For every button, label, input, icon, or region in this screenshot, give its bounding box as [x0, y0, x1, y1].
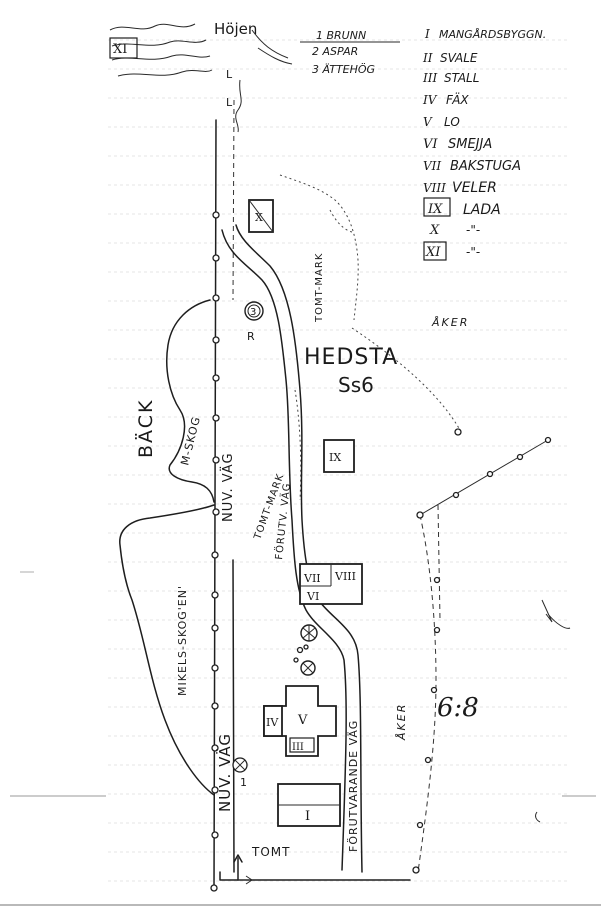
symbol-legend-3: 3 ÄTTEHÖG: [312, 63, 375, 76]
building-i: I: [277, 783, 341, 827]
building-vii-label: VII: [303, 572, 321, 585]
svg-text:LO: LO: [444, 115, 460, 129]
building-cross-iii-iv-v: IV V III: [263, 685, 337, 757]
r-mark: R: [247, 330, 255, 343]
nuv-vag-upper-label: NUV. VÄG: [220, 452, 236, 522]
building-legend: I MANGÅRDSBYGGN. II SVALE III STALL IV F…: [422, 27, 546, 261]
svg-text:-"-: -"-: [466, 223, 480, 237]
building-iv-label: IV: [266, 716, 279, 729]
svg-text:BAKSTUGA: BAKSTUGA: [450, 159, 521, 174]
aspen-symbol: [293, 624, 318, 676]
mikels-skogen-label: MIKELS-SKOG'EN': [176, 585, 189, 696]
legend-row-6: VI SMEJJA: [423, 137, 492, 152]
svg-text:SMEJJA: SMEJJA: [448, 137, 492, 152]
svg-text:-"-: -"-: [466, 245, 480, 259]
forutvarande-vag-label: FÖRUTVARANDE VÄG: [347, 720, 360, 852]
buildings: X IX VII VIII VI IV V III I: [248, 199, 363, 827]
legend-row-8: VIII VELER: [423, 180, 497, 196]
svg-text:VELER: VELER: [452, 180, 497, 196]
svg-text:FÄX: FÄX: [446, 92, 469, 107]
legend-row-10: X -"-: [429, 223, 480, 238]
aker-upper-label: ÅKER: [431, 316, 469, 329]
l-mark-lower: L: [226, 96, 233, 109]
svg-text:XI: XI: [425, 245, 441, 260]
svg-text:VII: VII: [423, 159, 441, 173]
svg-text:II: II: [422, 51, 433, 65]
building-vii-viii-vi: VII VIII VI: [299, 563, 363, 605]
building-vi-label: VI: [306, 590, 319, 603]
legend-row-7: VII BAKSTUGA: [423, 159, 521, 174]
svg-text:LADA: LADA: [463, 202, 501, 218]
svg-text:VI: VI: [423, 137, 438, 152]
legend-row-3: III STALL: [422, 71, 479, 85]
nuv-vag-lower-label: NUV. VÄG: [215, 733, 234, 812]
svg-text:III: III: [422, 71, 437, 85]
svg-text:IX: IX: [427, 202, 443, 217]
field-boundary: [351, 327, 571, 874]
back-label: BÄCK: [134, 399, 157, 458]
svg-text:IX: IX: [329, 451, 341, 464]
legend-row-11: XI -"-: [423, 241, 480, 261]
symbol-legend-1: 1 BRUNN: [316, 29, 366, 42]
building-v-label: V: [297, 713, 308, 728]
svg-text:1: 1: [240, 776, 247, 789]
svg-text:VIII: VIII: [423, 181, 446, 195]
header-place-name: Höjen: [214, 20, 257, 38]
building-viii-label: VIII: [334, 570, 356, 583]
well-symbol-1: 1: [232, 757, 248, 789]
legend-row-4: IV FÄX: [422, 92, 469, 107]
tomt-bottom-label: TOMT: [251, 845, 290, 859]
former-road: [219, 224, 411, 885]
farm-code-label: Ss6: [338, 373, 374, 397]
aker-lower-label: ÅKER: [395, 703, 408, 741]
building-ix: IX: [323, 439, 355, 473]
building-x: X: [248, 199, 274, 233]
l-mark-upper: L: [226, 68, 233, 81]
parcel-number-label: 6:8: [437, 693, 479, 723]
svg-text:I: I: [305, 809, 310, 824]
symbol-legend-2: 2 ASPAR: [312, 45, 358, 58]
current-road: L L: [210, 68, 242, 892]
header-scribbles: XI Höjen 1 BRUNN 2 ASPAR 3 ÄTTEHÖG: [109, 20, 400, 77]
terrain: [119, 174, 359, 796]
svg-text:IV: IV: [422, 93, 438, 107]
mound-symbol-3: 3: [244, 301, 264, 321]
building-iii-label: III: [292, 742, 304, 753]
svg-text:V: V: [423, 115, 433, 129]
svg-text:STALL: STALL: [444, 71, 479, 85]
svg-text:SVALE: SVALE: [440, 51, 478, 65]
legend-row-9: IX LADA: [423, 197, 501, 218]
svg-text:X: X: [255, 211, 263, 224]
svg-text:I: I: [424, 27, 430, 41]
header-roman-xi: XI: [113, 42, 127, 57]
point-symbols: 3 1: [232, 301, 318, 789]
svg-text:X: X: [429, 223, 440, 238]
svg-text:MANGÅRDSBYGGN.: MANGÅRDSBYGGN.: [439, 28, 546, 41]
farm-name-label: HEDSTA: [304, 345, 398, 370]
svg-text:3: 3: [250, 307, 256, 318]
legend-row-5: V LO: [423, 115, 460, 129]
legend-row-1: I MANGÅRDSBYGGN.: [424, 27, 546, 41]
map-labels: HEDSTA Ss6 R BÄCK M-SKOG MIKELS-SKOG'EN'…: [134, 253, 479, 859]
legend-row-2: II SVALE: [422, 51, 478, 65]
tomt-mark-upper-label: TOMT-MARK: [314, 253, 325, 323]
